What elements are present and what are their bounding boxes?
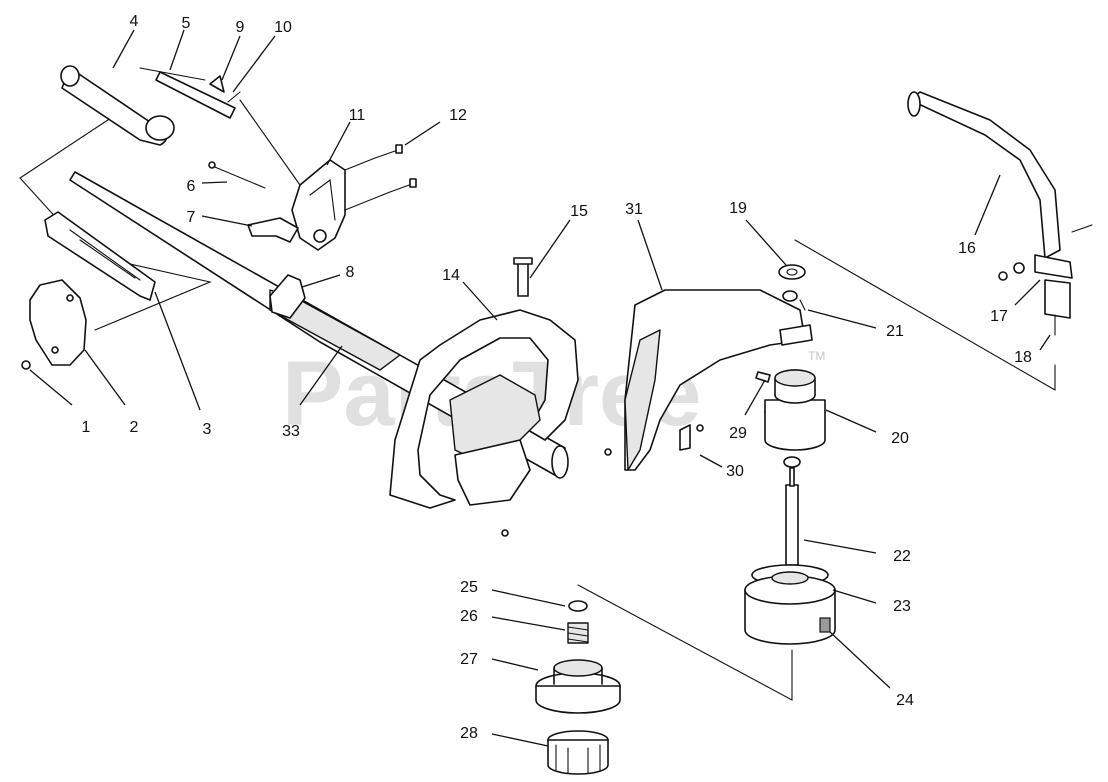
part-16-upper-tube (907, 91, 1061, 259)
part-5-rod (139, 67, 236, 119)
part-17-clamp (998, 224, 1093, 281)
part-33-shaft (69, 171, 569, 479)
callout-2: 2 (130, 419, 139, 436)
callout-17: 17 (990, 308, 1008, 325)
part-20-gear-head (764, 369, 826, 451)
callout-18: 18 (1014, 349, 1032, 366)
callout-14: 14 (442, 267, 460, 284)
callout-31: 31 (625, 201, 643, 218)
part-18-tube-end (1044, 279, 1071, 336)
part-19-washer (778, 264, 806, 280)
callout-26: 26 (460, 608, 478, 625)
callout-29: 29 (729, 425, 747, 442)
part-22-shaft (783, 456, 801, 566)
part-25-washer (568, 600, 588, 612)
watermark-trademark: TM (808, 349, 825, 363)
part-30-bracket (679, 424, 704, 451)
callout-25: 25 (460, 579, 478, 596)
callout-7: 7 (187, 209, 196, 226)
part-26-spring (567, 622, 589, 644)
part-15-screw (513, 257, 533, 297)
callout-3: 3 (203, 421, 212, 438)
part-6-pin (208, 161, 266, 189)
callout-24: 24 (896, 692, 914, 709)
part-31-guard (604, 289, 806, 471)
part-21-plate (779, 290, 813, 346)
callout-8: 8 (346, 264, 355, 281)
part-24-eyelet (819, 617, 831, 633)
part-8-bracket (269, 274, 306, 319)
part-4-tube (60, 65, 175, 146)
callout-10: 10 (274, 19, 292, 36)
callout-15: 15 (570, 203, 588, 220)
part-14-handle (389, 309, 579, 537)
part-10-screw (227, 91, 241, 103)
callout-6: 6 (187, 178, 196, 195)
part-29-screw (755, 371, 771, 383)
callout-labels: 1 2 3 4 5 6 7 8 9 10 11 12 14 15 16 17 1… (82, 13, 1032, 742)
callout-28: 28 (460, 725, 478, 742)
callout-16: 16 (958, 240, 976, 257)
part-28-knob (547, 730, 609, 775)
leader-lines (29, 29, 1051, 747)
callout-4: 4 (130, 13, 139, 30)
callout-20: 20 (891, 430, 909, 447)
callout-22: 22 (893, 548, 911, 565)
callout-11: 11 (349, 107, 366, 124)
callout-21: 21 (886, 323, 904, 340)
part-2-plate (29, 279, 87, 366)
callout-5: 5 (182, 15, 191, 32)
part-1-nut (21, 360, 31, 370)
callout-19: 19 (729, 200, 747, 217)
callout-23: 23 (893, 598, 911, 615)
callout-33: 33 (282, 423, 300, 440)
part-3-cover (44, 211, 156, 301)
callout-9: 9 (236, 19, 245, 36)
callout-27: 27 (460, 651, 478, 668)
part-12-screws (344, 144, 417, 211)
part-11-switch-housing (239, 99, 346, 251)
part-9-clip (209, 75, 225, 93)
callout-1: 1 (82, 419, 91, 436)
callout-12: 12 (449, 107, 467, 124)
part-23-reel (744, 564, 836, 645)
part-27-spool (535, 659, 621, 714)
callout-30: 30 (726, 463, 744, 480)
part-7-trigger (247, 217, 299, 243)
